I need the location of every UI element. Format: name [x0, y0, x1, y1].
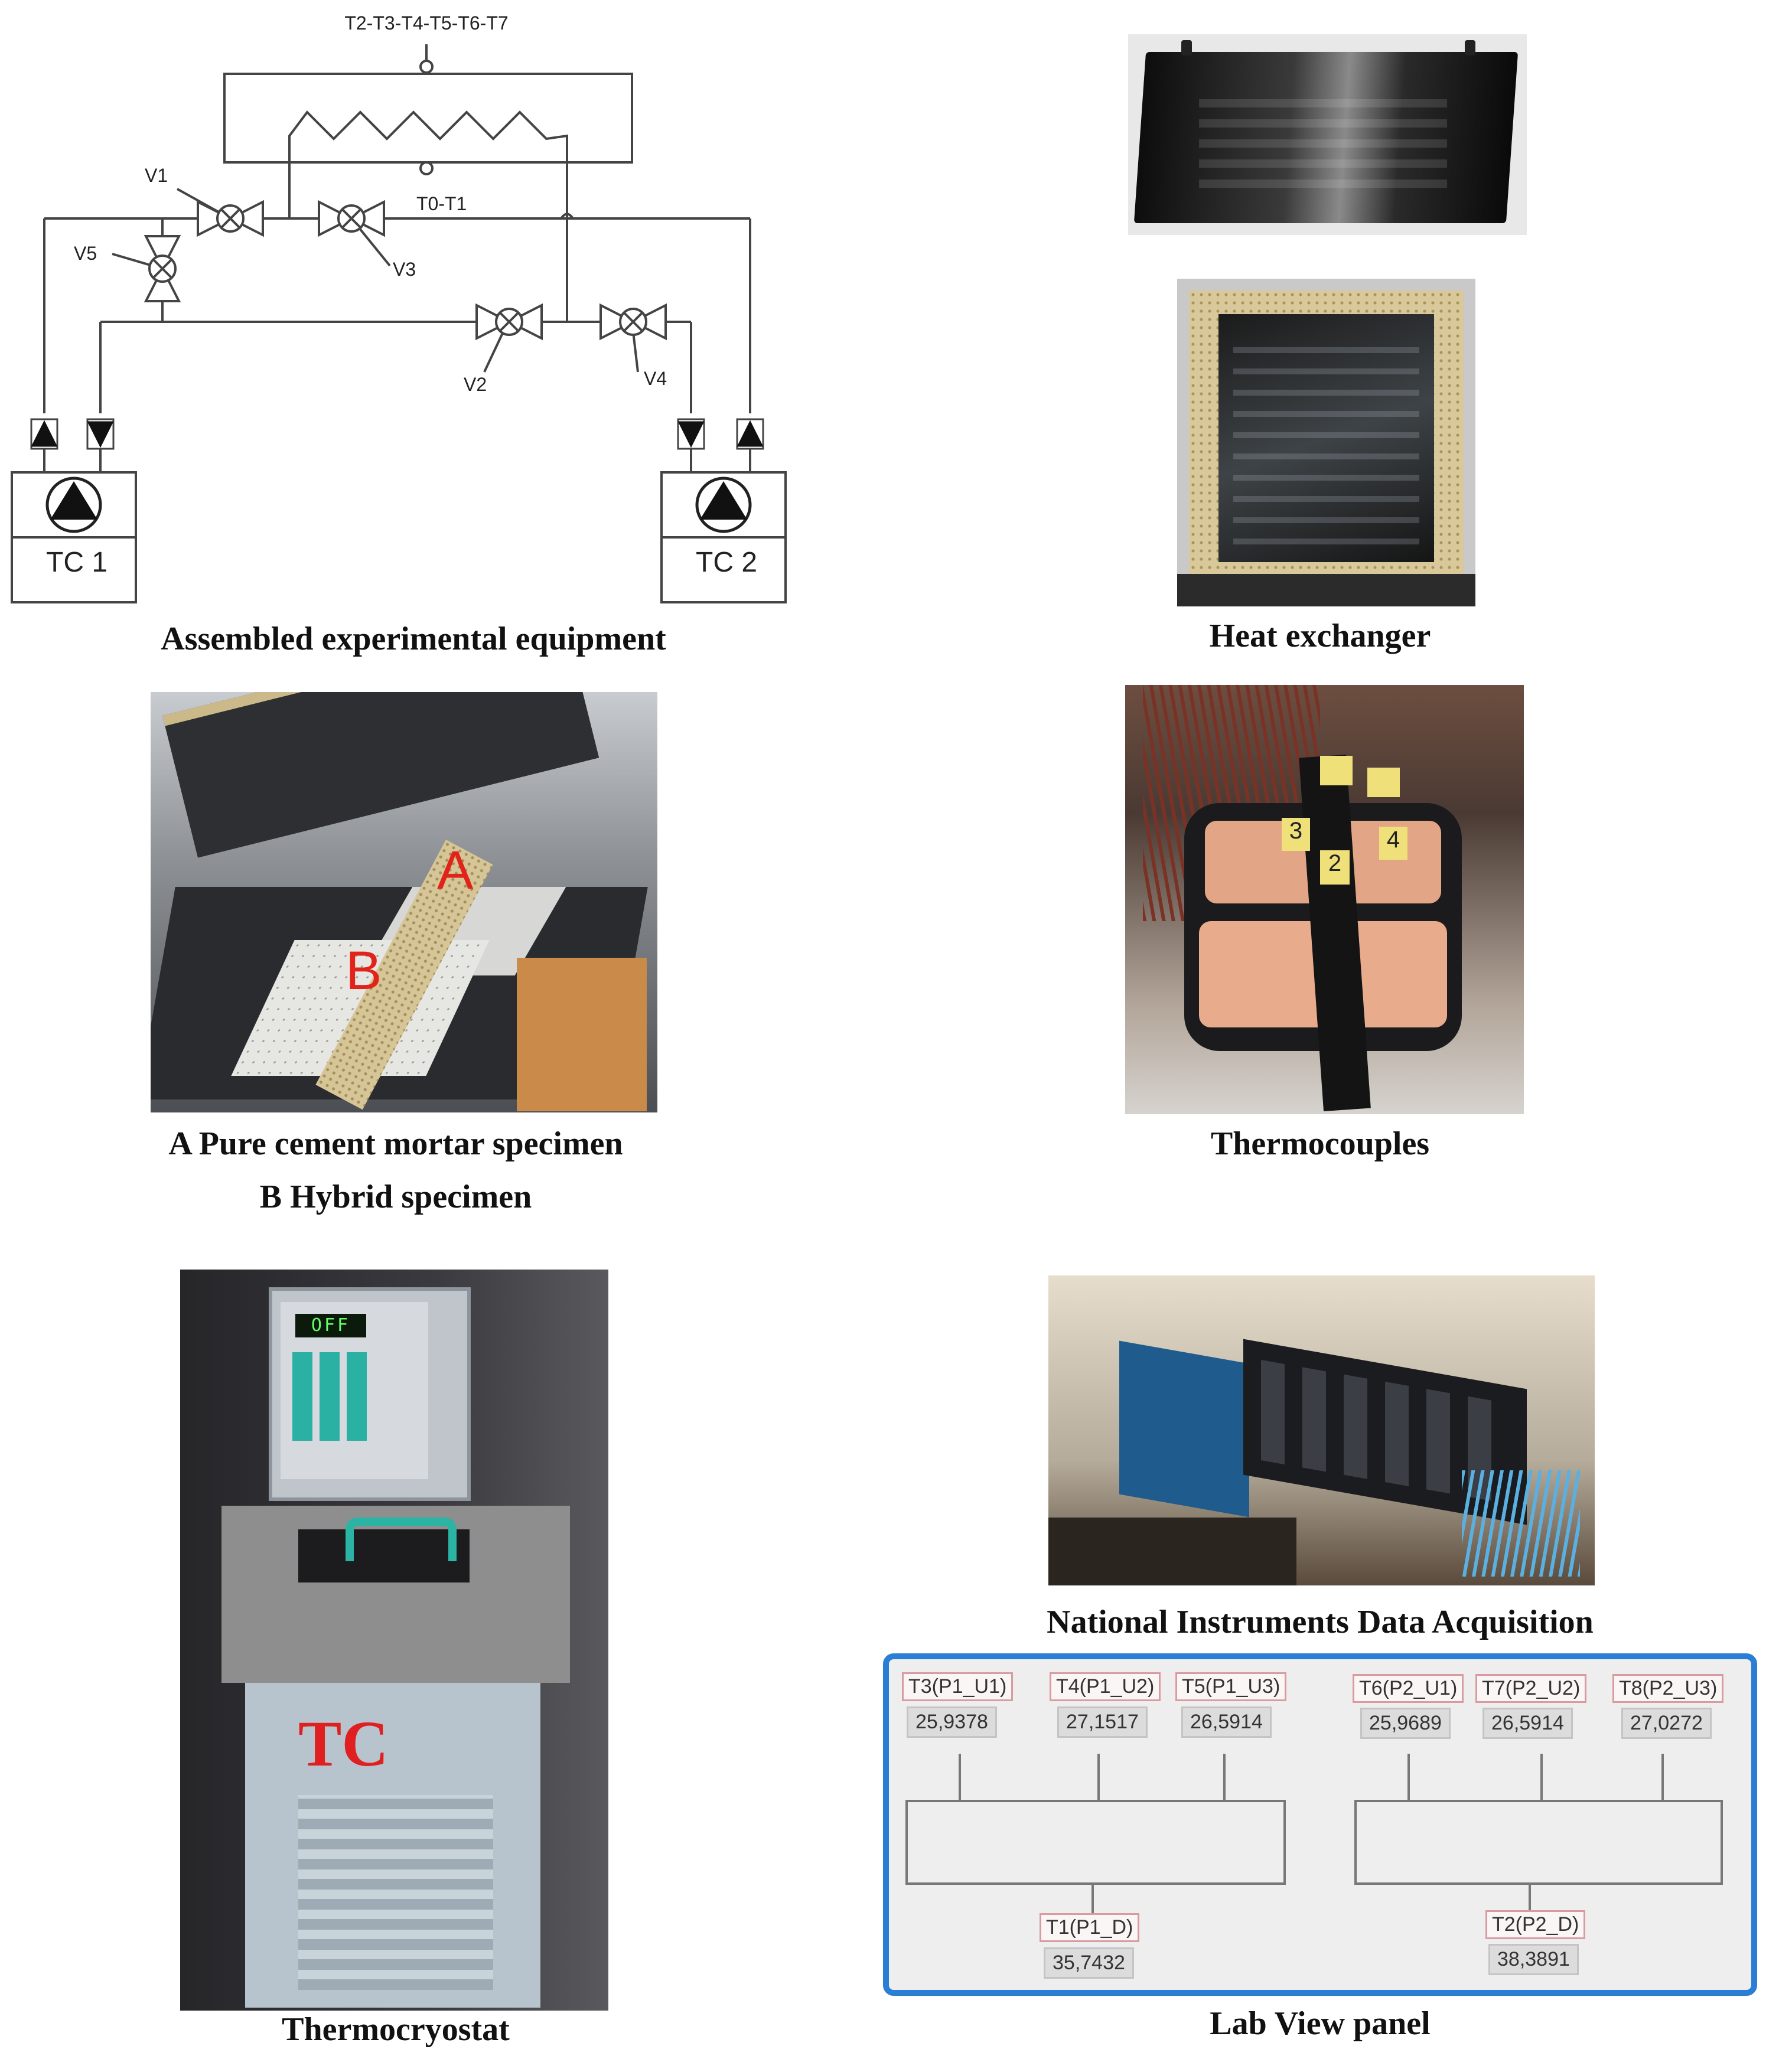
- caption-heat-exchanger: Heat exchanger: [1209, 618, 1431, 654]
- valve-label-v2: V2: [464, 374, 487, 395]
- sensor-label-top: T2-T3-T4-T5-T6-T7: [344, 12, 508, 34]
- caption-specimen-b: B Hybrid specimen: [259, 1179, 532, 1215]
- specimen-photo: A B: [151, 692, 657, 1112]
- caption-daq: National Instruments Data Acquisition: [1047, 1604, 1594, 1640]
- sensor-label-t7: T7(P2_U2): [1475, 1674, 1587, 1703]
- valve-label-v3: V3: [393, 259, 416, 280]
- sensor-value-t2[interactable]: 38,3891: [1488, 1944, 1579, 1975]
- sensor-value-t1[interactable]: 35,7432: [1044, 1947, 1134, 1979]
- unit-label-tc1: TC 1: [46, 547, 108, 578]
- sensor-label-t6: T6(P2_U1): [1353, 1674, 1464, 1703]
- thermocouple-tag-2: 2: [1320, 850, 1350, 885]
- cryostat-display: OFF: [295, 1314, 366, 1337]
- specimen-b-label: B: [346, 941, 382, 1001]
- sensor-label-t8: T8(P2_U3): [1612, 1674, 1724, 1703]
- valve-label-v1: V1: [145, 165, 168, 186]
- caption-labview: Lab View panel: [1210, 2005, 1431, 2042]
- thermocouple-tag-4: 4: [1379, 827, 1407, 860]
- daq-photo: [1048, 1275, 1595, 1585]
- caption-assembled: Assembled experimental equipment: [161, 621, 666, 657]
- sensor-value-t8[interactable]: 27,0272: [1621, 1708, 1712, 1739]
- sensor-value-t7[interactable]: 26,5914: [1482, 1708, 1573, 1739]
- valve-label-v4: V4: [644, 368, 667, 389]
- sensor-value-t4[interactable]: 27,1517: [1057, 1706, 1148, 1738]
- sensor-label-mid: T0-T1: [416, 193, 467, 214]
- sensor-label-t2: T2(P2_D): [1485, 1910, 1586, 1939]
- sensor-value-t5[interactable]: 26,5914: [1181, 1706, 1272, 1738]
- caption-thermocouples: Thermocouples: [1210, 1125, 1430, 1162]
- thermocouples-photo: 3 2 4: [1125, 685, 1524, 1114]
- specimen-a-label: A: [437, 840, 474, 900]
- sensor-label-t1: T1(P1_D): [1040, 1913, 1140, 1942]
- caption-thermocryostat: Thermocryostat: [282, 2011, 510, 2048]
- thermocryostat-photo: OFF TC: [180, 1270, 608, 2011]
- sensor-value-t3[interactable]: 25,9378: [907, 1706, 997, 1738]
- heat-exchanger-box-photo: [1177, 279, 1475, 606]
- heat-exchanger-plate-photo: [1128, 34, 1527, 235]
- unit-label-tc2: TC 2: [696, 547, 758, 578]
- labview-panel: T3(P1_U1) 25,9378 T4(P1_U2) 27,1517 T5(P…: [883, 1653, 1757, 1996]
- sensor-value-t6[interactable]: 25,9689: [1360, 1708, 1451, 1739]
- caption-specimen-a: A Pure cement mortar specimen: [168, 1125, 623, 1162]
- sensor-label-t3: T3(P1_U1): [902, 1672, 1014, 1701]
- schematic-diagram: T2-T3-T4-T5-T6-T7 T0-T1 V1 V2 V3 V4 V5: [11, 12, 787, 603]
- thermocouple-tag-3: 3: [1282, 818, 1310, 851]
- sensor-label-t4: T4(P1_U2): [1050, 1672, 1161, 1701]
- sensor-label-t5: T5(P1_U3): [1175, 1672, 1287, 1701]
- cryostat-tc-mark: TC: [298, 1708, 389, 1780]
- valve-label-v5: V5: [74, 243, 97, 264]
